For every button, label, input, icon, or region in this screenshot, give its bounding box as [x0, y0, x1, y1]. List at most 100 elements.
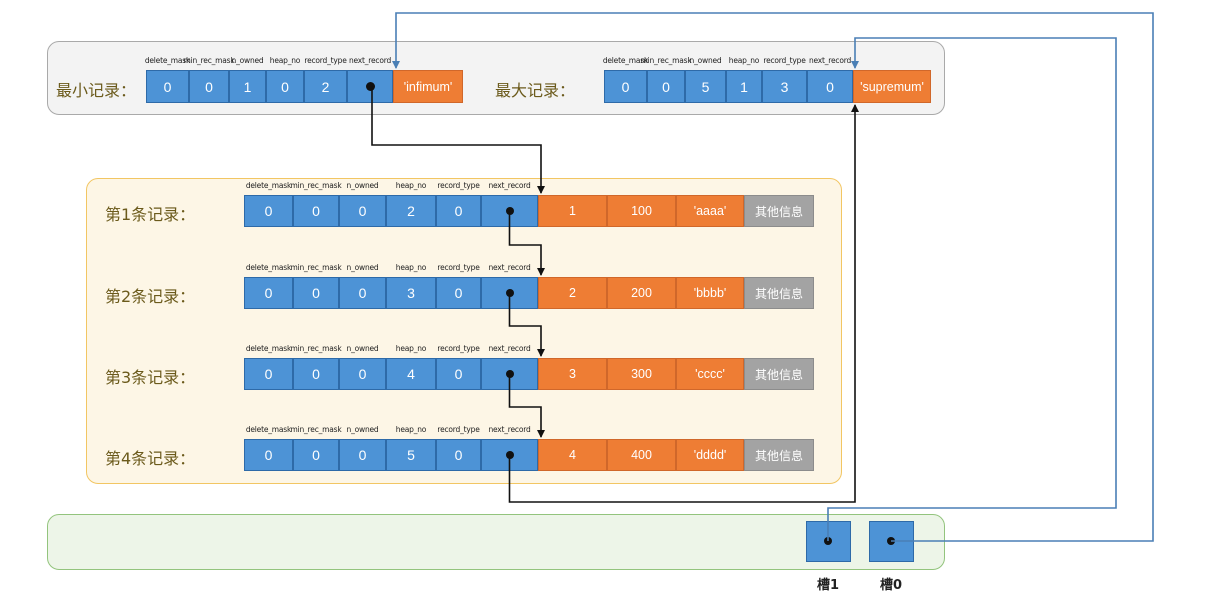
record-3-heap-no-header: heap_no — [395, 344, 427, 353]
record-3-next-record-header: next_record — [488, 344, 531, 353]
record-1-delete-mask-cell: 0 — [244, 195, 293, 227]
infimum-n-owned-cell: 1 — [229, 70, 266, 103]
record-4-delete-mask-cell: 0 — [244, 439, 293, 471]
record-2-n-owned-cell: 0 — [339, 277, 386, 309]
record-1-delete-mask-header: delete_mask — [245, 181, 292, 190]
supremum-record-type-header: record_type — [763, 56, 806, 65]
record-2-to-record-3-arrow — [508, 293, 545, 357]
supremum-next-record-cell: 0 — [807, 70, 853, 103]
infimum-delete-mask-header: delete_mask — [144, 56, 191, 65]
record-3-n-owned-header: n_owned — [346, 344, 379, 353]
record-1-record-type-header: record_type — [437, 181, 480, 190]
record-2-other-info-cell: 其他信息 — [744, 277, 814, 309]
slot-1-label: 槽1 — [816, 578, 840, 593]
record-2-data-cell-2: 200 — [607, 277, 676, 309]
infimum-min-rec-mask-header: min_rec_mask — [183, 56, 235, 65]
supremum-heap-no-cell: 1 — [726, 70, 762, 103]
record-4-data-cell-2: 400 — [607, 439, 676, 471]
record-3-heap-no-cell: 4 — [386, 358, 436, 390]
record-3-record-type-header: record_type — [437, 344, 480, 353]
supremum-record-type-cell: 3 — [762, 70, 807, 103]
record-1-next-record-header: next_record — [488, 181, 531, 190]
slot-0-to-infimum-arrow — [392, 12, 1154, 542]
record-4-other-info-cell: 其他信息 — [744, 439, 814, 471]
infimum-n-owned-header: n_owned — [231, 56, 264, 65]
record-3-delete-mask-header: delete_mask — [245, 344, 292, 353]
infimum-min-rec-mask-cell: 0 — [189, 70, 229, 103]
record-2-delete-mask-cell: 0 — [244, 277, 293, 309]
record-3-n-owned-cell: 0 — [339, 358, 386, 390]
record-3-record-type-cell: 0 — [436, 358, 481, 390]
record-3-other-info-cell: 其他信息 — [744, 358, 814, 390]
infimum-heap-no-cell: 0 — [266, 70, 304, 103]
record-4-next-record-header: next_record — [488, 425, 531, 434]
record-3-data-cell-2: 300 — [607, 358, 676, 390]
record-2-min-rec-mask-cell: 0 — [293, 277, 339, 309]
record-4-data-cell-1: 4 — [538, 439, 607, 471]
record-4-n-owned-cell: 0 — [339, 439, 386, 471]
record-1-data-cell-3: 'aaaa' — [676, 195, 744, 227]
slot-1-to-supremum-arrow — [827, 37, 1117, 541]
page-directory-slots-panel — [47, 514, 945, 570]
record-3-min-rec-mask-header: min_rec_mask — [290, 344, 342, 353]
record-4-record-type-cell: 0 — [436, 439, 481, 471]
infimum-next-record-pointer — [365, 81, 375, 91]
supremum-n-owned-cell: 5 — [685, 70, 726, 103]
record-1-heap-no-cell: 2 — [386, 195, 436, 227]
infimum-to-record-1-arrow — [371, 86, 545, 194]
record-1-min-rec-mask-cell: 0 — [293, 195, 339, 227]
infimum-record-type-header: record_type — [304, 56, 347, 65]
record-3-data-cell-3: 'cccc' — [676, 358, 744, 390]
record-4-min-rec-mask-header: min_rec_mask — [290, 425, 342, 434]
record-4-heap-no-cell: 5 — [386, 439, 436, 471]
record-2-delete-mask-header: delete_mask — [245, 263, 292, 272]
record-2-next-record-header: next_record — [488, 263, 531, 272]
supremum-heap-no-header: heap_no — [728, 56, 760, 65]
supremum-data-cell-1: 'supremum' — [853, 70, 931, 103]
record-4-delete-mask-header: delete_mask — [245, 425, 292, 434]
record-2-min-rec-mask-header: min_rec_mask — [290, 263, 342, 272]
record-1-heap-no-header: heap_no — [395, 181, 427, 190]
record-1-min-rec-mask-header: min_rec_mask — [290, 181, 342, 190]
supremum-min-rec-mask-header: min_rec_mask — [640, 56, 692, 65]
record-3-min-rec-mask-cell: 0 — [293, 358, 339, 390]
supremum-delete-mask-header: delete_mask — [602, 56, 649, 65]
record-2-record-type-cell: 0 — [436, 277, 481, 309]
infimum-label: 最小记录： — [56, 80, 137, 100]
supremum-next-record-header: next_record — [808, 56, 852, 65]
record-1-record-type-cell: 0 — [436, 195, 481, 227]
record-4-to-supremum-arrow — [508, 104, 859, 503]
supremum-delete-mask-cell: 0 — [604, 70, 647, 103]
supremum-min-rec-mask-cell: 0 — [647, 70, 685, 103]
record-1-n-owned-cell: 0 — [339, 195, 386, 227]
record-4-min-rec-mask-cell: 0 — [293, 439, 339, 471]
supremum-n-owned-header: n_owned — [689, 56, 722, 65]
record-4-data-cell-3: 'dddd' — [676, 439, 744, 471]
record-3-to-record-4-arrow — [508, 374, 545, 438]
record-4-n-owned-header: n_owned — [346, 425, 379, 434]
infimum-next-record-header: next_record — [348, 56, 392, 65]
record-1-label: 第1条记录： — [105, 205, 196, 224]
record-2-data-cell-1: 2 — [538, 277, 607, 309]
record-1-to-record-2-arrow — [508, 211, 545, 276]
record-2-heap-no-header: heap_no — [395, 263, 427, 272]
record-4-label: 第4条记录： — [105, 449, 196, 468]
record-2-label: 第2条记录： — [105, 287, 196, 306]
infimum-heap-no-header: heap_no — [269, 56, 301, 65]
record-1-data-cell-1: 1 — [538, 195, 607, 227]
infimum-delete-mask-cell: 0 — [146, 70, 189, 103]
record-2-record-type-header: record_type — [437, 263, 480, 272]
record-4-record-type-header: record_type — [437, 425, 480, 434]
record-2-n-owned-header: n_owned — [346, 263, 379, 272]
record-2-data-cell-3: 'bbbb' — [676, 277, 744, 309]
record-2-heap-no-cell: 3 — [386, 277, 436, 309]
supremum-label: 最大记录： — [495, 80, 576, 100]
user-records-panel — [86, 178, 842, 484]
infimum-record-type-cell: 2 — [304, 70, 347, 103]
record-3-delete-mask-cell: 0 — [244, 358, 293, 390]
slot-0-label: 槽0 — [879, 578, 903, 593]
record-1-n-owned-header: n_owned — [346, 181, 379, 190]
record-4-heap-no-header: heap_no — [395, 425, 427, 434]
